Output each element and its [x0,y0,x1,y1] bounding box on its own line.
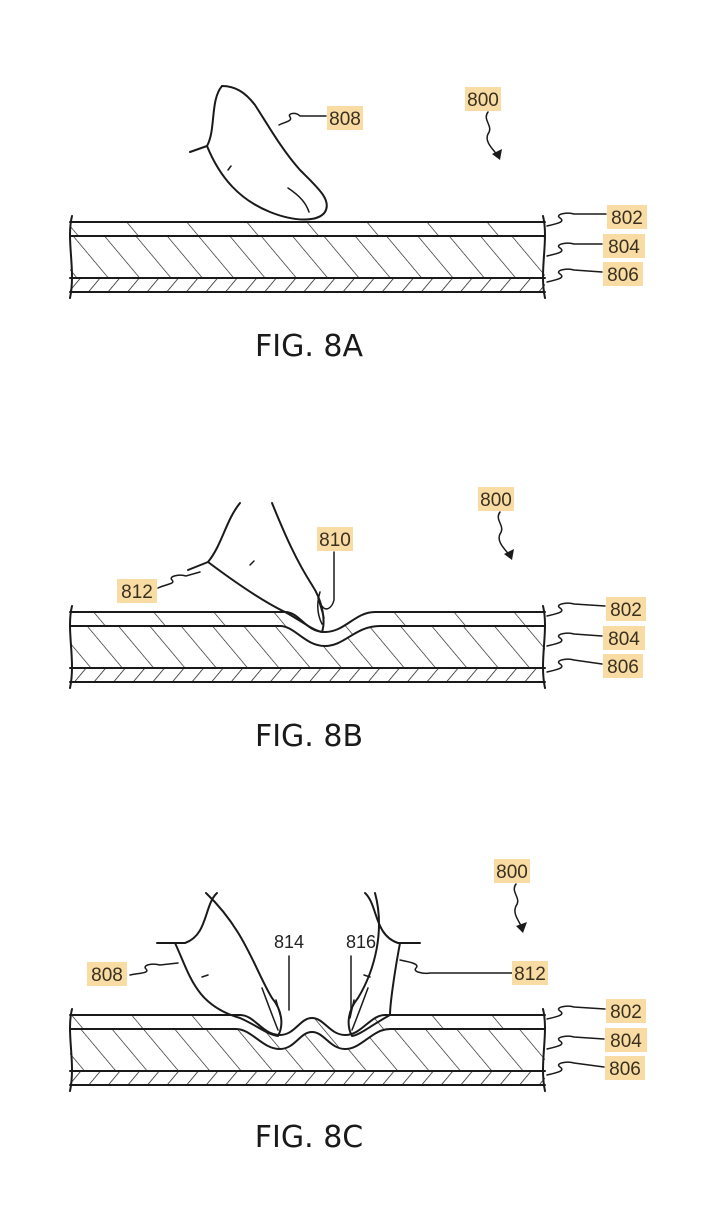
layer-802 [70,612,545,646]
label-812: 812 [121,582,153,603]
label-812: 812 [514,964,546,985]
label-806: 806 [607,265,639,286]
figure-8a: 808 800 802 804 806 FIG. 8A [69,85,647,364]
finger-808 [156,892,283,1037]
layer-stack [69,1008,546,1092]
label-800: 800 [467,90,499,111]
layer-stack [69,605,546,689]
label-802: 802 [611,208,643,229]
figure-8b: 812 810 800 802 804 806 FIG. 8B [69,487,646,754]
label-804: 804 [608,629,640,650]
label-802: 802 [610,1002,642,1023]
layer-804 [70,1029,545,1071]
label-816: 816 [346,932,376,952]
figure-8c: 808 812 814 816 800 802 804 806 FIG. 8C [69,859,647,1155]
label-810: 810 [319,530,351,551]
layer-802 [70,222,545,236]
label-806: 806 [609,1059,641,1080]
finger-812 [347,892,421,1037]
label-800: 800 [480,490,512,511]
label-800: 800 [496,862,528,883]
layer-806 [70,1071,545,1085]
arrow-icon [497,511,511,557]
label-802: 802 [610,600,642,621]
finger-808 [189,85,328,221]
arrow-icon [513,883,523,929]
arrow-icon [485,111,499,157]
label-808: 808 [329,109,361,130]
layer-stack [69,215,546,299]
label-814: 814 [274,932,304,952]
layer-806 [70,278,545,292]
label-808: 808 [91,965,123,986]
finger-812 [187,502,325,633]
label-804: 804 [610,1031,642,1052]
label-804: 804 [608,237,640,258]
label-806: 806 [607,657,639,678]
figure-caption: FIG. 8C [255,1120,363,1155]
figure-caption: FIG. 8A [255,329,364,364]
figure-caption: FIG. 8B [255,719,363,754]
layer-804 [70,626,545,668]
layer-806 [70,668,545,682]
layer-804 [70,236,545,278]
